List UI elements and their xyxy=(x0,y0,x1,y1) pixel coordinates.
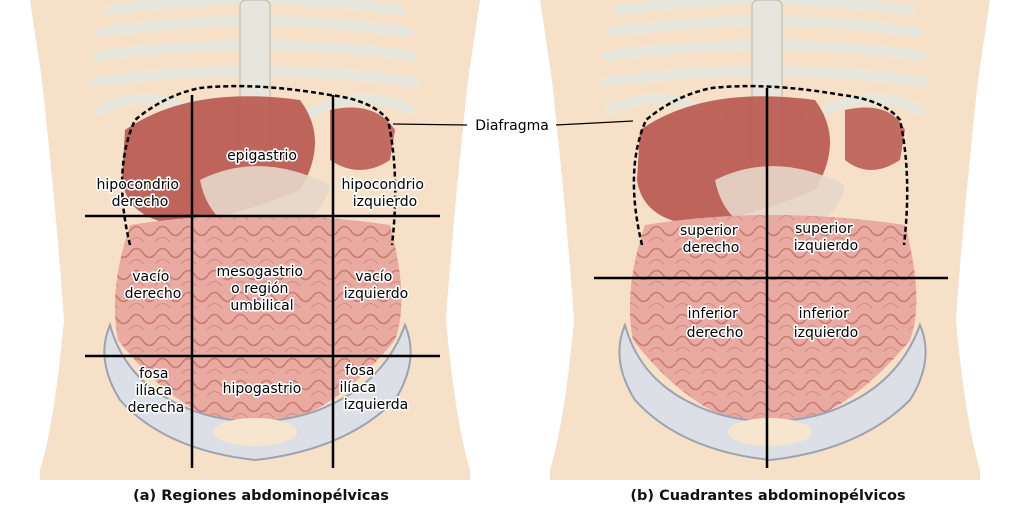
caption-b: (b) Cuadrantes abdominopélvicos xyxy=(630,488,905,504)
label-hipocondrio-izquierdo: hipocondrio izquierdo xyxy=(342,177,429,210)
label-hipogastrio: hipogastrio xyxy=(223,381,302,397)
panel-a xyxy=(30,0,480,480)
label-inferior-izquierdo: inferior izquierdo xyxy=(794,306,858,341)
caption-a: (a) Regiones abdominopélvicas xyxy=(133,488,389,504)
diaphragm-outline-a xyxy=(120,84,397,246)
label-fosa-iliaca-izquierda: fosa ilíaca izquierda xyxy=(340,363,409,413)
label-epigastrio: epigastrio xyxy=(227,148,297,164)
diaphragm-label: Diafragma xyxy=(475,118,549,134)
diaphragm-outline-b xyxy=(632,84,909,246)
region-dividers-a xyxy=(85,95,440,468)
intestines-b xyxy=(629,215,917,430)
quadrant-dividers-b xyxy=(594,88,948,468)
intestines-a xyxy=(114,215,402,430)
label-mesogastrio: mesogastrio o región umbilical xyxy=(216,264,307,314)
label-hipocondrio-derecho: hipocondrio derecho xyxy=(97,177,184,210)
label-vacio-izquierdo: vacío izquierdo xyxy=(344,269,408,302)
diaphragm-callout xyxy=(392,120,634,126)
label-inferior-derecho: inferior derecho xyxy=(687,306,744,341)
pelvis-b xyxy=(618,321,927,462)
label-fosa-iliaca-derecha: fosa ilíaca derecha xyxy=(128,366,185,416)
label-superior-izquierdo: superior izquierdo xyxy=(794,221,858,254)
label-superior-derecho: superior derecho xyxy=(680,223,742,256)
panel-b xyxy=(540,0,990,480)
label-vacio-derecho: vacío derecho xyxy=(125,269,182,302)
